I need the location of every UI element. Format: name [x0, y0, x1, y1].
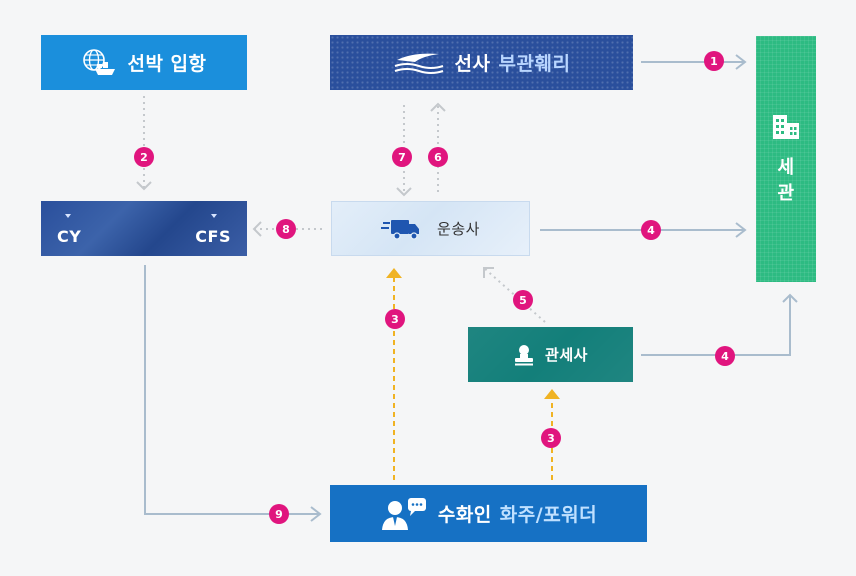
arrow-transport-to-cy: [252, 221, 322, 237]
step-badge-3-transport: 3: [385, 309, 405, 329]
arrowhead-consignee-to-transport: [386, 268, 402, 278]
ferry-logo-icon: [393, 50, 445, 76]
arrow-carrier-to-customs: [641, 54, 747, 70]
customs-node: 세 관: [756, 36, 816, 282]
carrier-label: 선사: [454, 53, 491, 75]
customs-broker-node: 관세사: [468, 327, 633, 382]
consignee-label: 수화인: [437, 504, 492, 526]
truck-icon: [381, 217, 421, 241]
step-badge-1: 1: [704, 51, 724, 71]
cy-cfs-node: CY CFS: [41, 201, 247, 256]
ship-arrival-label: 선박 입항: [127, 53, 207, 75]
globe-ship-icon: [81, 48, 117, 78]
step-badge-4-broker: 4: [715, 346, 735, 366]
step-badge-3-broker: 3: [541, 428, 561, 448]
arrow-cy-to-consignee: [144, 265, 322, 522]
step-badge-2: 2: [134, 147, 154, 167]
step-badge-9: 9: [269, 504, 289, 524]
cfs-label: CFS: [195, 227, 231, 246]
transport-company-label: 운송사: [437, 220, 480, 238]
customs-label-line2: 관: [777, 183, 795, 204]
step-badge-8: 8: [276, 219, 296, 239]
arrowhead-consignee-to-broker: [544, 389, 560, 399]
carrier-name-label: 부관훼리: [498, 53, 571, 75]
customs-broker-label: 관세사: [545, 346, 588, 364]
step-badge-7: 7: [392, 147, 412, 167]
user-chat-icon: [380, 497, 428, 531]
cfs-marker: [211, 214, 217, 218]
ship-arrival-node: 선박 입항: [41, 35, 247, 90]
consignee-node: 수화인 화주/포워더: [330, 485, 647, 542]
customs-label-line1: 세: [777, 157, 795, 178]
step-badge-6: 6: [428, 147, 448, 167]
consignee-role-label: 화주/포워더: [499, 504, 598, 526]
arrow-carrier-to-transport: [396, 105, 412, 197]
arrow-broker-to-transport: [483, 267, 546, 323]
carrier-node: 선사 부관훼리: [330, 35, 633, 90]
building-icon: [769, 111, 803, 145]
transport-company-node: 운송사: [331, 201, 530, 256]
cy-label: CY: [57, 227, 82, 246]
step-badge-4-transport: 4: [641, 220, 661, 240]
step-badge-5: 5: [513, 290, 533, 310]
arrow-ship-to-cy: [136, 96, 152, 191]
cy-marker: [65, 214, 71, 218]
arrow-broker-to-customs: [641, 293, 798, 356]
stamp-icon: [513, 344, 535, 366]
